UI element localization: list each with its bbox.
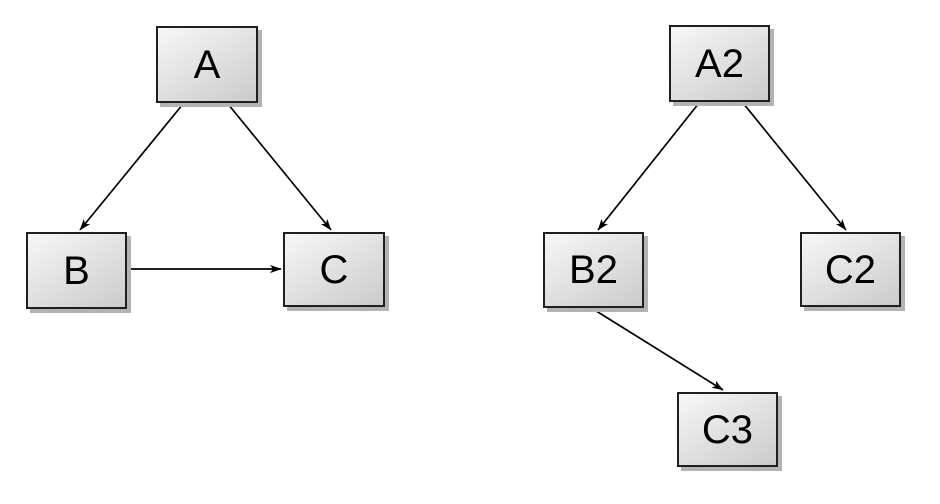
node-label: C3 <box>701 407 754 452</box>
node-C2[interactable]: C2 <box>800 232 901 307</box>
node-label: C <box>319 247 349 292</box>
edge-A-C <box>227 103 332 231</box>
edge-B2-C3 <box>592 308 724 391</box>
node-A[interactable]: A <box>156 26 258 103</box>
node-B[interactable]: B <box>26 232 127 309</box>
node-B2[interactable]: B2 <box>543 232 644 308</box>
node-C3[interactable]: C3 <box>677 392 778 467</box>
node-label: B2 <box>569 248 618 292</box>
node-C[interactable]: C <box>283 232 385 307</box>
edge-A2-C2 <box>742 102 847 231</box>
edge-A2-B2 <box>597 102 700 231</box>
node-label: C2 <box>824 247 877 292</box>
node-label: B <box>63 248 90 293</box>
edge-A-B <box>79 103 184 231</box>
node-A2[interactable]: A2 <box>669 25 770 102</box>
node-label: A <box>193 42 221 87</box>
node-label: A2 <box>695 41 744 86</box>
